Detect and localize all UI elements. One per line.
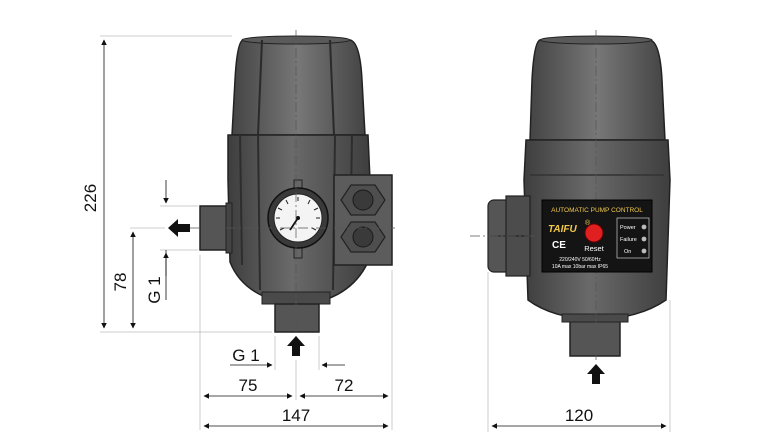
label-reset: Reset bbox=[584, 244, 605, 253]
dim-offset-right: 72 bbox=[335, 376, 354, 395]
dimension-lines-side bbox=[487, 272, 671, 432]
flow-arrow-left bbox=[168, 219, 190, 237]
label-power: Power bbox=[620, 225, 636, 231]
label-brand: TAIFU bbox=[548, 224, 577, 235]
side-view: AUTOMATIC PUMP CONTROL TAIFU ® CE Reset … bbox=[470, 30, 671, 360]
front-view bbox=[172, 30, 395, 345]
control-label-panel: AUTOMATIC PUMP CONTROL TAIFU ® CE Reset … bbox=[541, 199, 653, 273]
dim-height-total: 226 bbox=[81, 184, 100, 212]
reset-button[interactable] bbox=[584, 223, 604, 243]
label-brand-mark: ® bbox=[585, 219, 591, 227]
dim-thread-bottom: G 1 bbox=[232, 346, 259, 365]
pressure-gauge bbox=[267, 179, 329, 259]
flow-arrow-up-side bbox=[587, 364, 605, 384]
dimension-lines-front bbox=[100, 35, 393, 430]
dim-width-front: 147 bbox=[282, 406, 310, 425]
side-bottom-inlet bbox=[569, 319, 621, 357]
flow-arrow-up-front bbox=[287, 336, 305, 356]
cable-gland-lower bbox=[340, 221, 386, 253]
failure-led bbox=[641, 236, 647, 242]
label-spec-line1: 220/240V 50/60Hz bbox=[559, 257, 601, 263]
side-top-cap bbox=[529, 39, 666, 141]
dim-width-side: 120 bbox=[565, 406, 593, 425]
cable-gland-upper bbox=[340, 184, 386, 216]
on-led bbox=[641, 248, 647, 254]
label-title: AUTOMATIC PUMP CONTROL bbox=[551, 207, 643, 214]
label-spec-line2: 10A max 10bar max IP65 bbox=[552, 264, 608, 270]
label-on: On bbox=[624, 249, 631, 255]
label-failure: Failure bbox=[620, 237, 637, 243]
label-ce-mark: CE bbox=[552, 240, 566, 251]
front-top-cap bbox=[231, 39, 366, 136]
dim-height-inlet: 78 bbox=[111, 273, 130, 292]
dim-offset-left: 75 bbox=[239, 376, 258, 395]
front-bottom-collar bbox=[261, 291, 331, 305]
power-led bbox=[641, 224, 647, 230]
dim-thread-left: G 1 bbox=[145, 276, 164, 303]
front-bottom-inlet bbox=[274, 303, 320, 333]
